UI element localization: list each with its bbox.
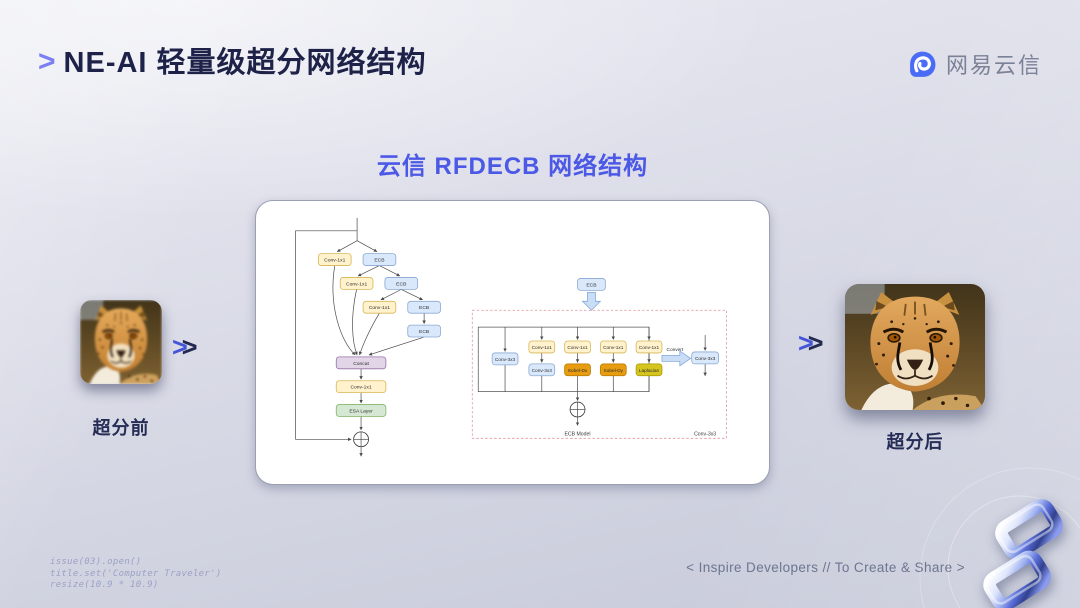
before-image: [80, 300, 162, 384]
node-conv1x1-branch3: Conv-1x1: [564, 340, 591, 354]
rfdecb-diagram: Conv-1x1 ECB Conv-1x1 ECB Conv-1x1 ECB E…: [295, 217, 727, 457]
expand-arrow-down: [581, 291, 602, 311]
node-esa-layer: ESA Layer: [335, 404, 387, 417]
network-diagram-card: Conv-1x1 ECB Conv-1x1 ECB Conv-1x1 ECB E…: [255, 200, 770, 485]
svg-text:Conv-3x3: Conv-3x3: [495, 357, 516, 363]
node-ecb-row4: ECB: [407, 324, 441, 338]
add-operator-right: [569, 401, 586, 418]
footer-tagline: < Inspire Developers // To Create & Shar…: [686, 560, 965, 575]
title-marker: >: [38, 45, 56, 78]
node-conv1x1-row1: Conv-1x1: [317, 253, 352, 266]
node-ecb-row2: ECB: [384, 277, 419, 290]
arrow-network-to-after: >>: [798, 328, 824, 358]
node-sobel-dy: Sobel-Dy: [599, 363, 627, 377]
node-conv3x3-converted: Conv-3x3: [691, 351, 719, 365]
node-ecb-top: ECB: [577, 278, 606, 291]
svg-text:Sobel-Dy: Sobel-Dy: [604, 368, 624, 374]
after-label: 超分后: [886, 432, 944, 452]
brand-name: 网易云信: [945, 53, 1042, 78]
svg-text:Concat: Concat: [353, 361, 369, 367]
node-conv1x1-merge: Conv-1x1: [335, 380, 387, 394]
page-title: NE-AI 轻量级超分网络结构: [63, 47, 427, 79]
svg-text:Conv-1x1: Conv-1x1: [346, 281, 367, 287]
svg-text:ECB: ECB: [374, 258, 385, 264]
convert-arrow-right: [661, 350, 692, 367]
node-conv1x1-branch4: Conv-1x1: [599, 340, 627, 354]
svg-text:ECB: ECB: [419, 305, 430, 311]
svg-text:ECB: ECB: [419, 329, 430, 335]
svg-text:Laplacian: Laplacian: [639, 368, 660, 374]
conv3x3-caption: Conv-3x3: [694, 431, 716, 437]
arrow-before-to-network: >>: [172, 332, 198, 362]
svg-text:Conv-1x1: Conv-1x1: [324, 258, 345, 264]
convert-label: Convert: [667, 347, 684, 353]
code-line: resize(10.9 * 10.9): [50, 580, 159, 590]
svg-text:Conv-1x1: Conv-1x1: [350, 385, 371, 391]
rfdecb-connectors: [295, 217, 426, 457]
svg-text:Conv-1x1: Conv-1x1: [603, 345, 624, 351]
node-sobel-dx: Sobel-Dx: [564, 363, 591, 377]
ecb-inner-connectors: [477, 326, 707, 426]
svg-text:Conv-1x1: Conv-1x1: [532, 345, 553, 351]
node-concat: Concat: [335, 356, 387, 370]
node-conv1x1-branch5: Conv-1x1: [635, 340, 663, 354]
section-heading: 云信 RFDECB 网络结构: [376, 153, 649, 180]
add-operator-left: [353, 431, 369, 448]
svg-text:ECB: ECB: [396, 281, 407, 287]
after-image: [845, 284, 985, 410]
node-laplacian: Laplacian: [635, 363, 663, 377]
chrome-3d-logo: [983, 499, 1063, 608]
node-conv1x1-row2: Conv-1x1: [339, 277, 374, 290]
node-conv3x3-branch1: Conv-3x3: [491, 352, 519, 366]
ecb-model-caption: ECB Model: [564, 431, 590, 437]
code-line: title.set('Computer Traveler'): [50, 568, 222, 579]
node-conv1x1-row3: Conv-1x1: [362, 300, 397, 314]
svg-text:Conv-1x1: Conv-1x1: [567, 345, 588, 351]
svg-text:ESA Layer: ESA Layer: [349, 409, 373, 415]
svg-text:Sobel-Dx: Sobel-Dx: [568, 368, 588, 374]
node-ecb-row3: ECB: [407, 300, 441, 314]
slide-header: > NE-AI 轻量级超分网络结构: [38, 44, 427, 82]
yunxin-logo-icon: [910, 51, 936, 77]
node-conv1x1-branch2: Conv-1x1: [528, 340, 556, 354]
svg-text:Conv-3x3: Conv-3x3: [532, 368, 553, 374]
node-ecb-row1: ECB: [362, 253, 397, 266]
svg-text:Conv-1x1: Conv-1x1: [369, 305, 390, 311]
svg-text:ECB: ECB: [586, 282, 597, 288]
ecb-dashed-boundary: [471, 309, 727, 439]
code-line: issue(03).open(): [50, 557, 142, 567]
before-label: 超分前: [92, 418, 150, 438]
decorative-code-snippet: issue(03).open() title.set('Computer Tra…: [50, 557, 222, 592]
svg-text:Conv-3x3: Conv-3x3: [695, 356, 716, 362]
node-conv3x3-branch2: Conv-3x3: [528, 363, 556, 377]
brand-lockup: 网易云信: [907, 48, 1042, 80]
svg-text:Conv-1x1: Conv-1x1: [639, 345, 660, 351]
